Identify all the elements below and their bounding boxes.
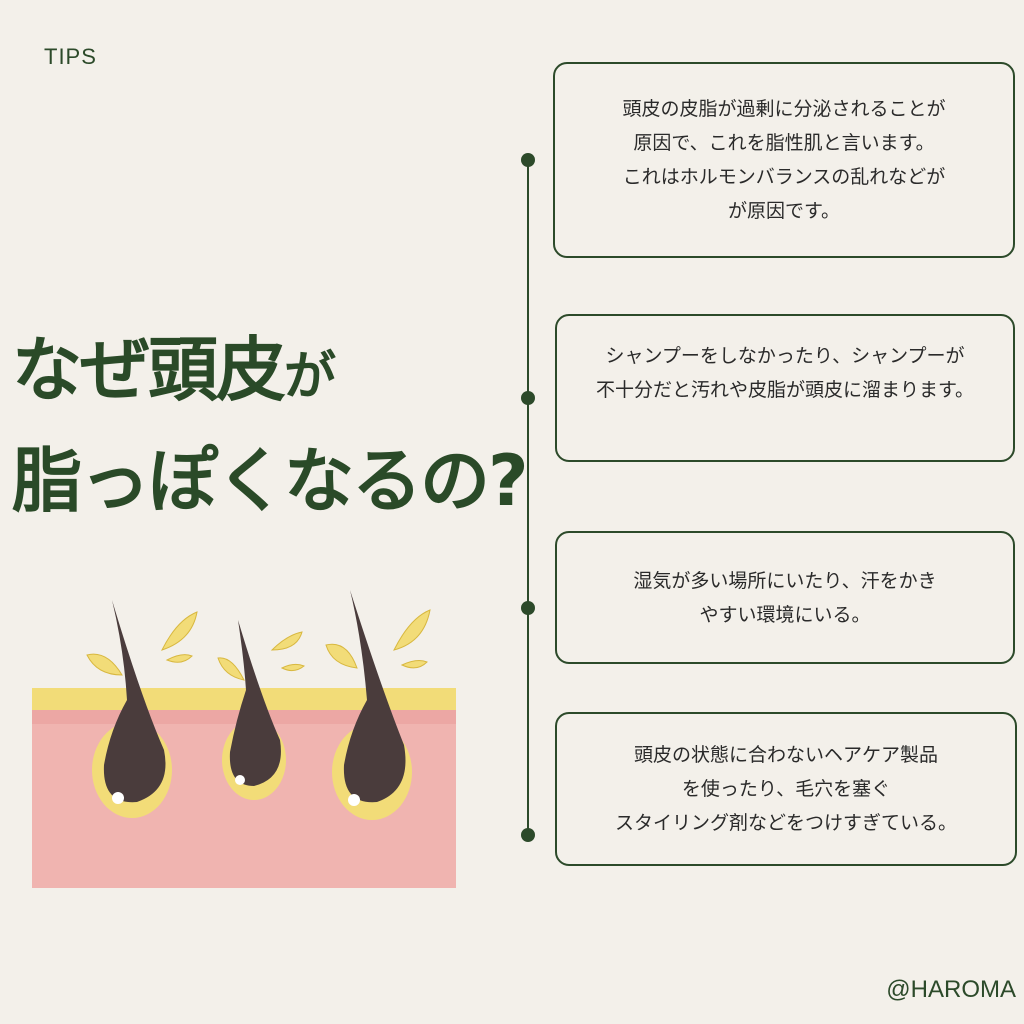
reason-text: これはホルモンバランスの乱れなどが [622, 166, 946, 188]
reason-text: を使ったり、毛穴を塞ぐ [681, 778, 891, 800]
hair-follicle [92, 600, 172, 818]
reason-text: 頭皮の状態に合わないヘアケア製品 [633, 744, 938, 766]
tips-label: TIPS [44, 44, 97, 69]
reason-text: 湿気が多い場所にいたり、汗をかき [633, 569, 937, 592]
scalp-illustration [32, 590, 456, 888]
timeline-dot [521, 391, 535, 405]
reason-text: スタイリング剤などをつけすぎている。 [614, 812, 957, 834]
account-handle: @HAROMA [886, 976, 1016, 1003]
reason-text: 原因で、これを脂性肌と言います。 [633, 132, 935, 154]
reason-text: やすい環境にいる。 [699, 603, 871, 626]
reason-card-2: シャンプーをしなかったり、シャンプーが 不十分だと汚れや皮脂が頭皮に溜まります。 [555, 314, 1015, 462]
reason-card-1: 頭皮の皮脂が過剰に分泌されることが 原因で、これを脂性肌と言います。 これはホル… [553, 62, 1015, 258]
reason-text: が原因です。 [727, 200, 841, 222]
reason-text: シャンプーをしなかったり、シャンプーが [605, 345, 965, 367]
timeline-dot [521, 153, 535, 167]
reason-card-4: 頭皮の状態に合わないヘアケア製品 を使ったり、毛穴を塞ぐ スタイリング剤などをつ… [555, 712, 1017, 866]
hair-follicle [222, 620, 286, 800]
title-text: なぜ頭皮 [12, 329, 286, 411]
title-line-1: なぜ頭皮が [12, 318, 527, 429]
page-title: なぜ頭皮が 脂っぽくなるの? [12, 318, 529, 533]
timeline-dot [521, 828, 535, 842]
title-line-2: 脂っぽくなるの? [12, 440, 529, 522]
reason-card-3: 湿気が多い場所にいたり、汗をかき やすい環境にいる。 [555, 531, 1015, 664]
oil-droplets [86, 609, 431, 681]
timeline-line [527, 160, 529, 836]
reason-text: 頭皮の皮脂が過剰に分泌されることが [622, 98, 946, 120]
title-text-small: が [284, 347, 336, 407]
reason-text: 不十分だと汚れや皮脂が頭皮に溜まります。 [595, 379, 975, 401]
timeline-dot [521, 601, 535, 615]
hair-follicle [332, 590, 412, 820]
